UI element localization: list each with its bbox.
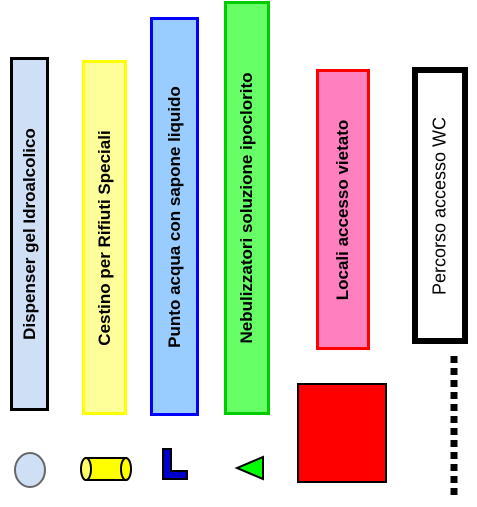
legend-label-percorso-wc: Percorso accesso WC [429,116,450,295]
legend-label-nebulizzatori: Nebulizzatori soluzione ipoclorito [237,72,256,344]
legend-label-locali-vietato: Locali accesso vietato [333,119,352,300]
legend-label-punto-acqua: Punto acqua con sapone liquido [164,85,184,348]
legend-box-punto-acqua: Punto acqua con sapone liquido [150,17,199,416]
legend-label-dispenser-gel: Dispenser gel Idroalcolico [19,128,39,340]
legend-box-cestino: Cestino per Rifiuti Speciali [82,60,127,415]
triangle-icon [234,455,264,481]
dashed-line-icon [450,356,458,500]
square-icon [297,383,387,483]
legend-label-cestino: Cestino per Rifiuti Speciali [94,129,114,346]
legend-box-percorso-wc: Percorso accesso WC [412,67,468,344]
circle-icon [14,452,46,488]
cylinder-icon [80,457,132,481]
legend-box-dispenser-gel: Dispenser gel Idroalcolico [10,57,49,411]
legend-box-locali-vietato: Locali accesso vietato [316,69,370,350]
legend-box-nebulizzatori: Nebulizzatori soluzione ipoclorito [224,1,270,415]
l-shape-icon [162,448,188,480]
